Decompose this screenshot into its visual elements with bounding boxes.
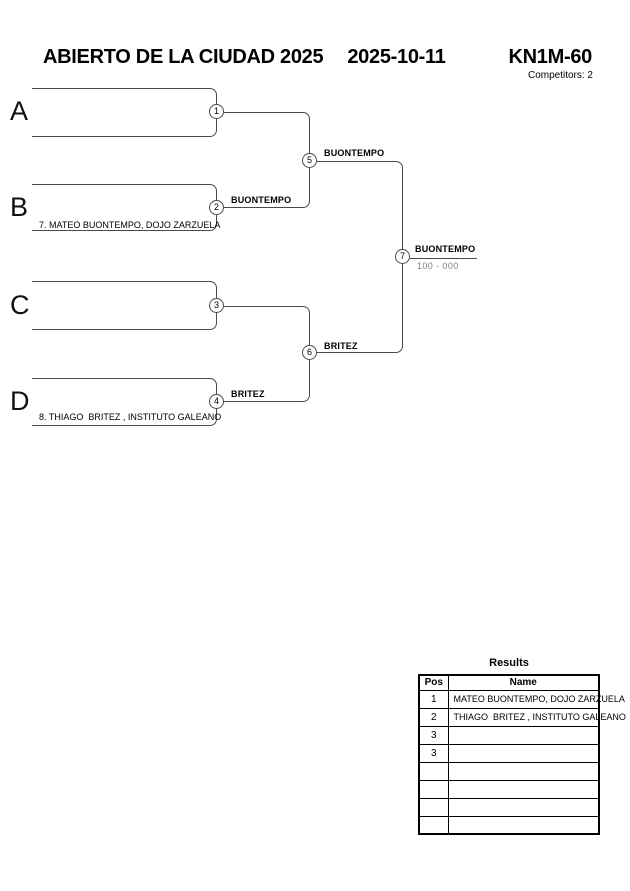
result-name: [447, 797, 600, 817]
result-name: THIAGO BRITEZ , INSTITUTO GALEANO: [447, 707, 626, 727]
champion-name-label: BUONTEMPO: [415, 244, 476, 254]
results-header-row: Pos Name: [418, 674, 600, 691]
bracket-pair-c: [32, 281, 217, 330]
results-col-name: Name: [447, 674, 600, 691]
match6-winner-label: BRITEZ: [324, 341, 358, 351]
connector-semifinal: [317, 161, 403, 353]
table-row: [418, 761, 600, 781]
match4-winner-label: BRITEZ: [231, 389, 265, 399]
competitors-count: Competitors: 2: [527, 70, 593, 81]
result-pos: 3: [418, 743, 449, 763]
table-row: 3: [418, 743, 600, 763]
table-row: 3: [418, 725, 600, 745]
header: ABIERTO DE LA CIUDAD 2025 2025-10-11: [43, 46, 446, 69]
result-pos: 3: [418, 725, 449, 745]
result-name: [447, 725, 600, 745]
match-circle-4: 4: [209, 394, 224, 409]
match-circle-7: 7: [395, 249, 410, 264]
result-name: [447, 761, 600, 781]
table-row: [418, 815, 600, 835]
slot-letter-d: D: [10, 386, 30, 416]
result-pos: 1: [418, 689, 449, 709]
result-pos: [418, 797, 449, 817]
result-pos: [418, 761, 449, 781]
champion-line: [410, 258, 477, 259]
bracket-pair-a: [32, 88, 217, 137]
category-code: KN1M-60: [508, 46, 593, 68]
competitor-name-b: 7. MATEO BUONTEMPO, DOJO ZARZUELA: [39, 220, 221, 230]
result-pos: 2: [418, 707, 449, 727]
connector-round1-top: [224, 112, 310, 208]
match2-winner-label: BUONTEMPO: [231, 195, 292, 205]
results-col-pos: Pos: [418, 674, 449, 691]
match-circle-6: 6: [302, 345, 317, 360]
competitor-name-d: 8. THIAGO BRITEZ , INSTITUTO GALEANO: [39, 412, 222, 422]
result-name: [447, 779, 600, 799]
slot-letter-c: C: [10, 290, 30, 320]
table-row: [418, 797, 600, 817]
page-title: ABIERTO DE LA CIUDAD 2025: [43, 46, 324, 68]
results-title: Results: [489, 657, 529, 669]
event-date: 2025-10-11: [347, 46, 446, 68]
slot-letter-b: B: [10, 192, 29, 222]
result-pos: [418, 815, 449, 835]
match-circle-1: 1: [209, 104, 224, 119]
slot-letter-a: A: [10, 96, 29, 126]
connector-round1-bottom: [224, 306, 310, 402]
match-circle-3: 3: [209, 298, 224, 313]
result-name: [447, 815, 600, 835]
match-circle-5: 5: [302, 153, 317, 168]
match-circle-2: 2: [209, 200, 224, 215]
result-name: MATEO BUONTEMPO, DOJO ZARZUELA: [447, 689, 625, 709]
final-score: 100 - 000: [417, 261, 459, 271]
match5-winner-label: BUONTEMPO: [324, 148, 385, 158]
table-row: [418, 779, 600, 799]
result-name: [447, 743, 600, 763]
result-pos: [418, 779, 449, 799]
